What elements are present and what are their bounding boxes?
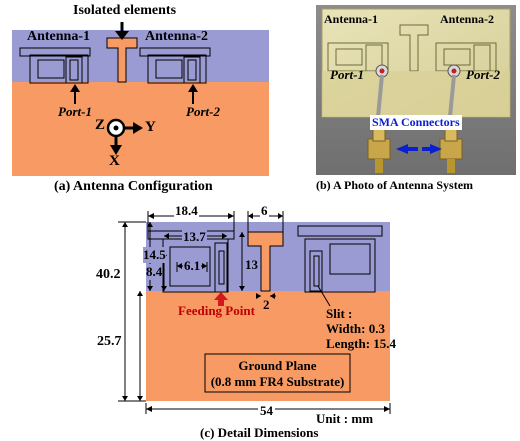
antenna-1-shape	[19, 47, 91, 84]
caption-a: (a) Antenna Configuration	[54, 179, 213, 194]
axis-z-label: Z	[95, 117, 106, 133]
dim-25-7: 25.7	[97, 334, 122, 350]
sma-arrow-right	[422, 144, 442, 154]
feeding-point-label: Feeding Point	[178, 303, 255, 318]
isolated-arrow	[115, 22, 129, 40]
feeding-point-arrow	[214, 292, 228, 306]
caption-c: (c) Detail Dimensions	[200, 425, 319, 440]
axis-x-label: X	[109, 153, 120, 169]
substrate-label: (0.8 mm FR4 Substrate)	[210, 374, 345, 389]
slit-length: Length: 15.4	[326, 336, 397, 351]
dim-18-4: 18.4	[174, 203, 199, 219]
panel-a-drawing	[12, 22, 269, 176]
dim-40-2: 40.2	[96, 267, 121, 283]
port-2-label: Port-2	[186, 104, 220, 119]
dim-54: 54	[258, 403, 275, 419]
port-1-arrow	[70, 84, 80, 104]
dim-6: 6	[260, 203, 269, 219]
axis-indicator	[106, 118, 143, 155]
port-2-arrow	[188, 84, 198, 104]
ground-plane-region-c	[146, 291, 390, 401]
dim-8-4: 8.4	[146, 264, 163, 280]
dim-13-7: 13.7	[182, 229, 207, 245]
ground-plane-label: Ground Plane	[238, 358, 317, 373]
photo-port-2-label: Port-2	[466, 67, 500, 82]
sma-connector-left	[367, 128, 391, 173]
dim-14-5: 14.5	[143, 247, 166, 263]
photo-port-1-label: Port-1	[330, 67, 364, 82]
dimension-arrowheads	[122, 213, 390, 412]
port-1-label: Port-1	[58, 104, 92, 119]
ground-plane-text: Ground Plane (0.8 mm FR4 Substrate)	[205, 358, 350, 390]
isolated-element-detail	[247, 231, 284, 292]
antenna-1-label: Antenna-1	[27, 29, 91, 44]
ground-plane-box	[204, 353, 351, 393]
photo-antenna-1-label: Antenna-1	[324, 12, 379, 26]
panel-b: Antenna-1 Antenna-2 Port-1 Port-2 SMA Co…	[316, 5, 516, 205]
axis-y-label: Y	[145, 119, 156, 135]
antenna-2-label: Antenna-2	[145, 29, 209, 44]
sma-connector-right	[439, 128, 463, 173]
slit-title: Slit :	[326, 306, 353, 321]
antenna-2-shape	[139, 47, 211, 84]
slit-info: Slit : Width: 0.3 Length: 15.4	[326, 306, 396, 351]
isolated-element-shape	[106, 37, 138, 83]
sma-arrow-left	[396, 144, 418, 154]
caption-b: (b) A Photo of Antenna System	[316, 178, 474, 192]
photo-antenna-2-label: Antenna-2	[440, 12, 495, 26]
sma-connectors-label: SMA Connectors	[370, 115, 462, 130]
panel-a: Isolated elements Antenna-1 Antenna-2 Po…	[0, 0, 300, 200]
isolated-elements-label: Isolated elements	[73, 3, 177, 18]
dim-6-1: 6.1	[183, 258, 202, 274]
panel-c: 18.4 6 13.7 14.5 8.4 6.1 13 2 40.2 25.7 …	[0, 203, 520, 441]
antenna-photo	[316, 5, 516, 175]
panel-c-drawing	[118, 211, 391, 414]
antenna-2-detail	[297, 225, 383, 293]
slit-width: Width: 0.3	[326, 321, 385, 336]
unit-label: Unit : mm	[316, 411, 374, 426]
dim-13: 13	[245, 257, 258, 272]
dim-2: 2	[263, 297, 270, 312]
